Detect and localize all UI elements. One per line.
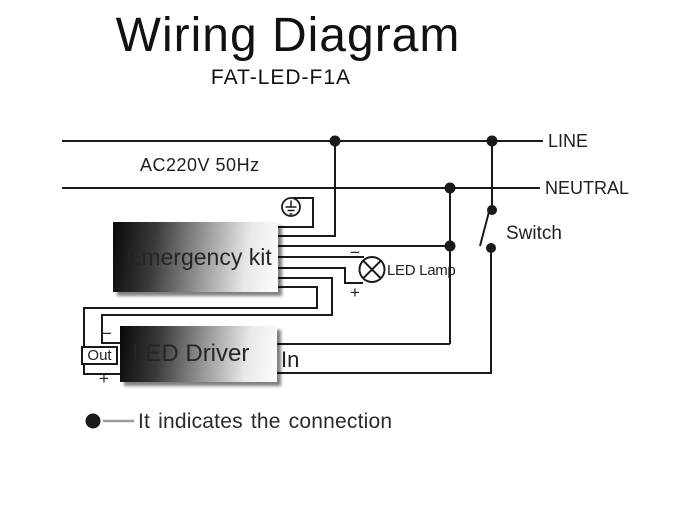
supply-voltage-label: AC220V 50Hz bbox=[140, 155, 260, 175]
ground-icon bbox=[281, 197, 301, 217]
junction-dot-line-right bbox=[486, 135, 498, 147]
driver-out-minus-sign: − bbox=[102, 324, 112, 343]
driver-out-plus-sign: + bbox=[99, 369, 109, 388]
driver-in-tag: In bbox=[281, 347, 300, 372]
page-title: Wiring Diagram bbox=[115, 9, 461, 62]
line-to-emergency-kit-wire bbox=[278, 141, 336, 237]
line-label: LINE bbox=[548, 131, 589, 151]
junction-dot-neutral bbox=[444, 182, 456, 194]
legend-text: It indicates the connection bbox=[138, 410, 393, 433]
emergency-kit-box: Emergency kit bbox=[113, 222, 278, 292]
model-number: FAT-LED-F1A bbox=[210, 66, 352, 89]
lamp-plus-sign: + bbox=[350, 283, 360, 302]
emergency-kit-label: Emergency kit bbox=[126, 243, 272, 270]
out-plus-wire bbox=[83, 286, 318, 375]
ground-wire bbox=[278, 197, 314, 228]
junction-dot-line-left bbox=[329, 135, 341, 147]
neutral-label: NEUTRAL bbox=[545, 178, 630, 198]
led-lamp-label: LED Lamp bbox=[387, 262, 456, 279]
junction-dot-neutral-drop bbox=[444, 240, 456, 252]
led-lamp-icon bbox=[358, 256, 386, 283]
switch-top-contact-dot bbox=[487, 205, 497, 215]
lamp-plus-wire bbox=[278, 267, 363, 284]
led-driver-label: LED Driver bbox=[132, 340, 250, 367]
in-switch-wire bbox=[277, 252, 492, 374]
switch-label: Switch bbox=[506, 223, 562, 244]
lamp-minus-sign: − bbox=[350, 243, 360, 262]
led-driver-box: LED Driver bbox=[120, 326, 277, 382]
legend-symbol bbox=[85, 413, 134, 429]
legend-dot bbox=[85, 413, 101, 429]
switch-bottom-contact-dot bbox=[486, 243, 496, 253]
switch-lever bbox=[479, 207, 491, 247]
out-minus-wire bbox=[101, 277, 333, 344]
driver-out-tag: Out bbox=[81, 346, 118, 365]
